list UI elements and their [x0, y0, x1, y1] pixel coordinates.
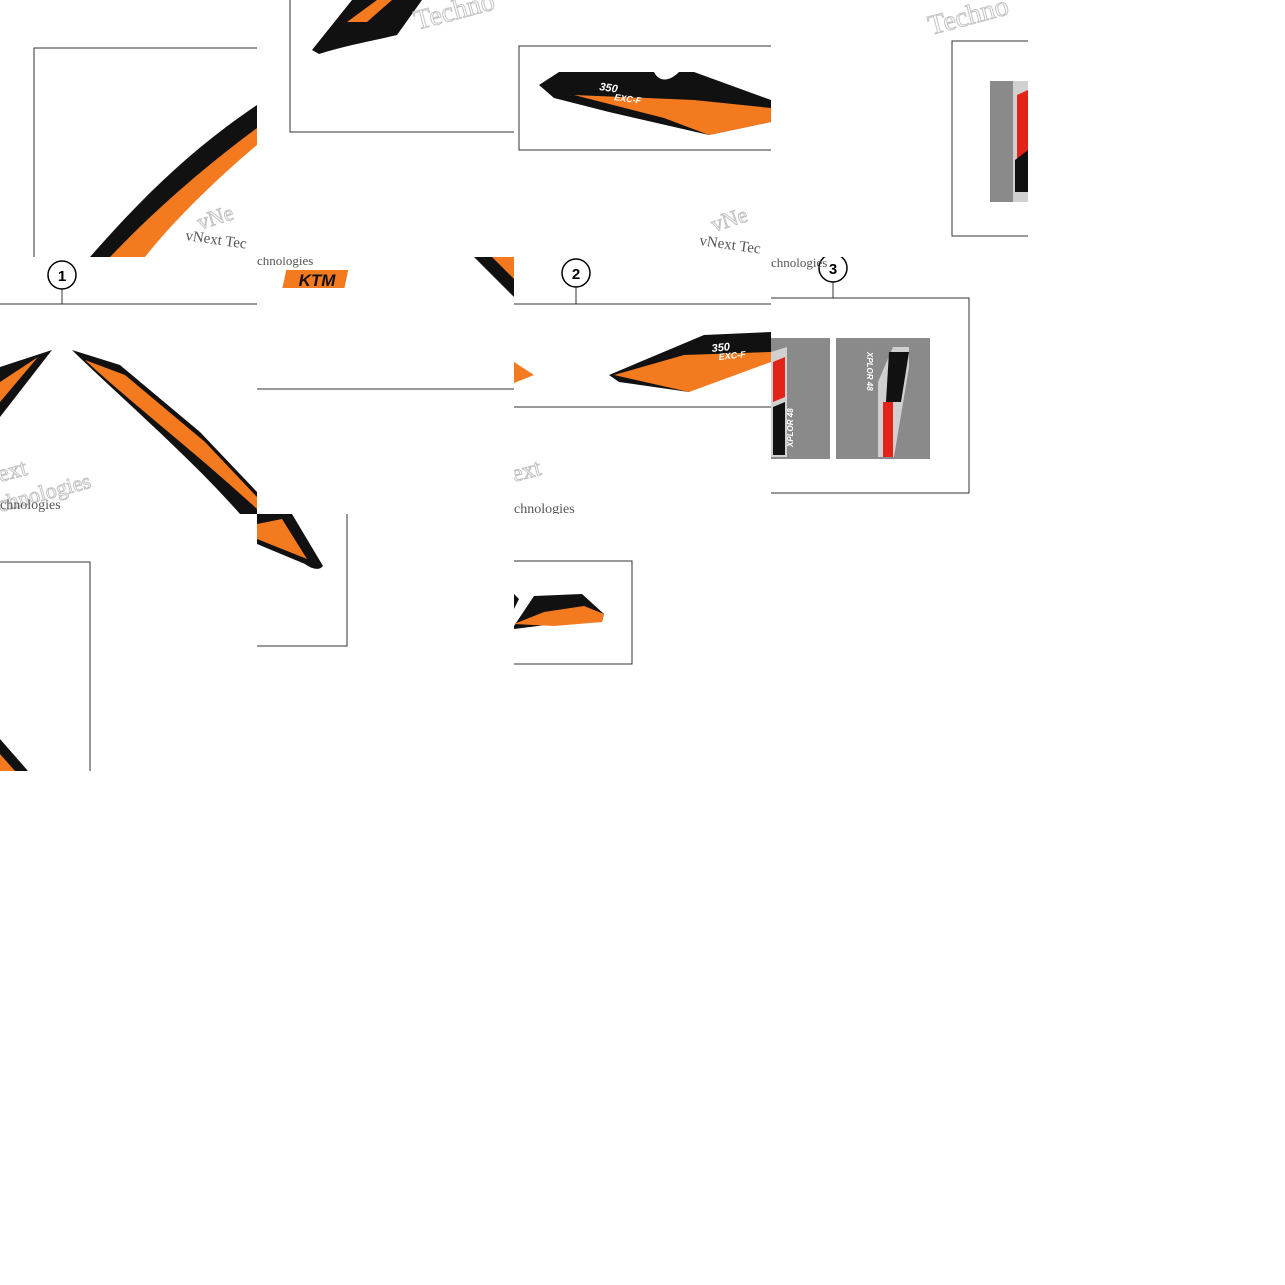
tile-r1-c4 — [1028, 257, 1285, 514]
tile-r0-c3: Techno — [771, 0, 1028, 257]
watermark-outline: ext — [0, 455, 30, 488]
watermark-outline: Techno — [925, 0, 1012, 42]
tile-r1-c0: 1 ext chnologies chnologies — [0, 257, 257, 514]
watermark-outline: Techno — [411, 0, 498, 37]
ktm-logo-text: KTM — [299, 271, 337, 290]
tile-r1-c3: 3 XPLOR 48 XPLOR 48 chnologies — [771, 257, 1028, 514]
callout-1-circle — [47, 260, 77, 290]
model-number-text: 350 — [599, 81, 620, 96]
tile-r0-c0: vNext Tec vNe — [0, 0, 257, 257]
tank-decal-tip: Techno — [289, 0, 514, 133]
watermark-outline: vNe — [708, 202, 751, 237]
fork-decal-partial: Techno — [924, 0, 1028, 237]
fender-decal-small — [514, 560, 633, 665]
model-name-text: EXC-F — [614, 92, 643, 106]
watermark-text: chnologies — [0, 498, 61, 513]
watermark-outline: vNe — [194, 200, 237, 235]
tile-r2-c2 — [514, 514, 771, 771]
shroud-stripe-tip — [257, 514, 348, 647]
callout-2-circle — [561, 258, 591, 288]
model-name-text: EXC-F — [718, 349, 746, 362]
callout-2-number: 2 — [572, 266, 580, 283]
fork-decals: 3 XPLOR 48 XPLOR 48 chnologies — [771, 257, 970, 494]
callout-1-number: 1 — [58, 268, 66, 285]
shroud-stripe-upper: vNext Tec vNe — [33, 47, 257, 257]
tile-r2-c3 — [771, 514, 1028, 771]
tile-r0-c2: 350 EXC-F vNext Tec vNe — [514, 0, 771, 257]
tile-r2-c0 — [0, 514, 257, 771]
tile-r0-c1: Techno — [257, 0, 514, 257]
watermark-text: chnologies — [257, 257, 313, 268]
watermark-text: vNext Tec — [698, 233, 762, 257]
tile-r1-c1: KTM chnologies — [257, 257, 514, 514]
fork-model-text-right: XPLOR 48 — [865, 351, 874, 391]
watermark-text: chnologies — [514, 502, 575, 514]
fender-decals: 2 350 EXC-F ext chnologies — [514, 258, 771, 514]
ktm-logo-bg — [282, 270, 349, 288]
callout-3-circle — [818, 257, 848, 283]
fork-model-text-left: XPLOR 48 — [786, 408, 795, 448]
shroud-stripes: 1 ext chnologies chnologies — [0, 260, 257, 514]
watermark-text: chnologies — [771, 257, 827, 270]
model-number-text: 350 — [711, 341, 731, 355]
watermark-outline: ext — [514, 455, 544, 488]
ktm-logo-decal: KTM chnologies — [257, 257, 514, 390]
watermark-text: vNext Tec — [184, 228, 248, 252]
side-panel-decal: 350 EXC-F vNext Tec vNe — [518, 45, 771, 257]
tile-r2-c1 — [257, 514, 514, 771]
callout-3-number: 3 — [829, 261, 837, 278]
frame-lower-left — [0, 561, 91, 771]
tile-r1-c2: 2 350 EXC-F ext chnologies — [514, 257, 771, 514]
